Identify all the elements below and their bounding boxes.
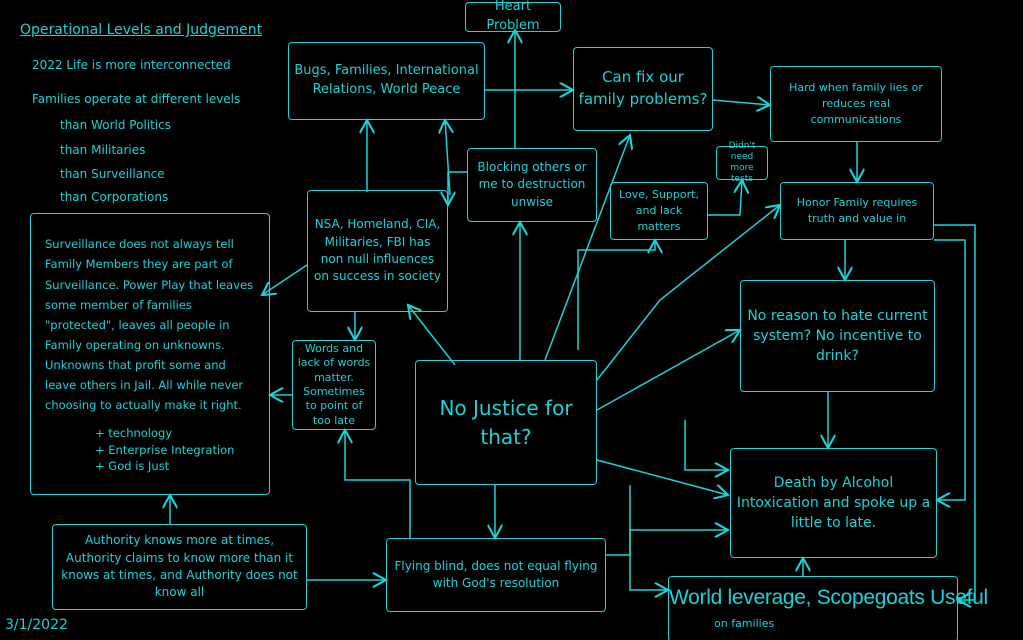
- notes-line: 2022 Life is more interconnected: [32, 58, 231, 72]
- arrow-flying-words: [345, 430, 411, 538]
- node-label: World leverage, Scopegoats Useful: [669, 586, 988, 609]
- node-label: Heart Problem: [486, 0, 540, 33]
- notes-item: than World Politics: [60, 118, 171, 132]
- arrow-honor-death: [934, 239, 966, 500]
- node-label: Words and lack of words matter. Sometime…: [297, 342, 371, 427]
- date-label: 3/1/2022: [5, 617, 68, 633]
- node-sublabel: on families: [714, 617, 775, 630]
- node-hard: Hard when family lies or reduces real co…: [770, 66, 942, 142]
- arrow-blocking-nsa: [448, 171, 467, 205]
- notes-title: Operational Levels and Judgement: [20, 22, 263, 38]
- node-no-justice: No Justice for that?: [415, 360, 597, 485]
- notes-line: Families operate at different levels: [32, 92, 241, 106]
- arrow-justice-love: [577, 240, 655, 350]
- arrow-justice-nsa: [408, 305, 456, 366]
- node-honor: Honor Family requires truth and value in: [780, 182, 934, 240]
- node-label: Surveillance does not always tell Family…: [45, 237, 254, 413]
- node-label: Honor Family requires truth and value in: [796, 196, 918, 225]
- arrow-canfix-hard: [712, 100, 770, 105]
- node-label: Hard when family lies or reduces real co…: [789, 81, 923, 126]
- node-no-reason: No reason to hate current system? No inc…: [740, 280, 935, 392]
- node-surveillance: Surveillance does not always tell Family…: [30, 213, 270, 495]
- arrow-flying-death: [606, 530, 728, 556]
- node-label: Authority knows more at times, Authority…: [61, 533, 298, 600]
- node-label: Can fix our family problems?: [578, 68, 708, 108]
- node-label: Bugs, Families, International Relations,…: [294, 63, 479, 97]
- node-label: No Justice for that?: [439, 395, 573, 449]
- arrow-justice-honor: [596, 330, 740, 411]
- node-authority: Authority knows more at times, Authority…: [52, 524, 307, 610]
- arrow-justice-death: [596, 459, 728, 495]
- notes-item: than Corporations: [60, 190, 169, 204]
- arrow-justice-world: [629, 485, 668, 590]
- arrow-blocking-bugs: [445, 120, 450, 196]
- arrow-love-didnt: [708, 180, 742, 216]
- node-world-leverage: World leverage, Scopegoats Useful on fam…: [668, 576, 988, 640]
- node-love: Love, Support, and lack matters: [610, 182, 708, 240]
- arrow-noreason-world-left: [684, 420, 728, 470]
- node-label: Love, Support, and lack matters: [619, 188, 699, 233]
- node-label: Didn't need more tests: [728, 141, 756, 184]
- node-can-fix: Can fix our family problems?: [573, 47, 713, 131]
- node-label: Blocking others or me to destruction unw…: [477, 159, 587, 209]
- node-blocking: Blocking others or me to destruction unw…: [467, 148, 597, 222]
- arrow-honor-world: [934, 224, 976, 600]
- node-heart-problem: Heart Problem: [465, 0, 561, 33]
- node-nsa: NSA, Homeland, CIA, Militaries, FBI has …: [307, 190, 448, 312]
- node-bugs: Bugs, Families, International Relations,…: [288, 42, 485, 120]
- arrow-justice-canfix: [544, 135, 630, 361]
- node-label: NSA, Homeland, CIA, Militaries, FBI has …: [314, 217, 441, 284]
- node-death: Death by Alcohol Intoxication and spoke …: [730, 448, 937, 558]
- node-label: No reason to hate current system? No inc…: [747, 307, 928, 365]
- node-label: Flying blind, does not equal flying with…: [394, 558, 598, 590]
- node-label: Death by Alcohol Intoxication and spoke …: [736, 474, 931, 532]
- notes-item: than Militaries: [60, 143, 146, 157]
- notes-item: than Surveillance: [60, 167, 165, 181]
- list-item: + Enterprise Integration: [95, 442, 235, 457]
- list-item: + God is Just: [95, 458, 170, 473]
- list-item: + technology: [95, 426, 173, 441]
- arrow-justice-noreason: [596, 205, 780, 381]
- node-didnt-need: Didn't need more tests: [716, 141, 768, 184]
- node-words: Words and lack of words matter. Sometime…: [292, 340, 376, 430]
- node-flying-blind: Flying blind, does not equal flying with…: [386, 538, 606, 612]
